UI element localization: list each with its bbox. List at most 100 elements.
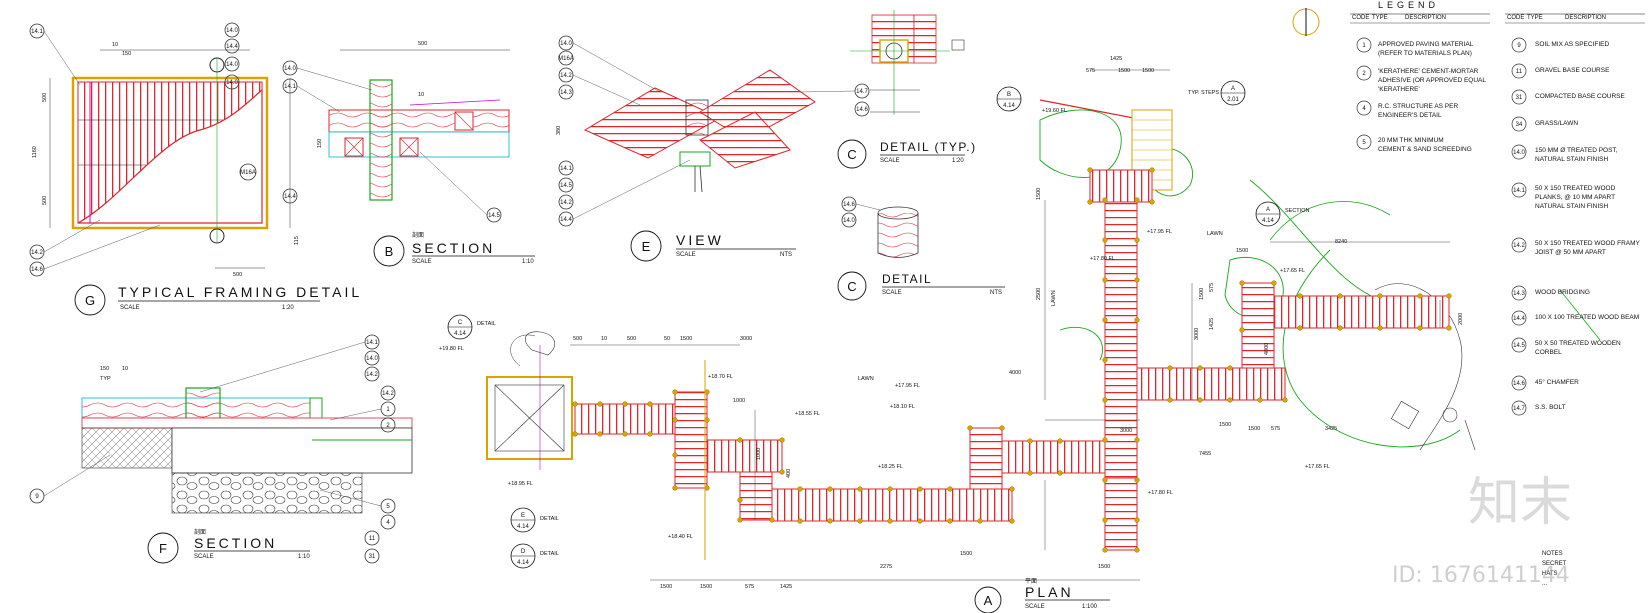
svg-text:1425: 1425 bbox=[1110, 56, 1122, 62]
svg-text:1500: 1500 bbox=[1248, 426, 1260, 432]
svg-text:500: 500 bbox=[627, 336, 636, 342]
svg-text:500: 500 bbox=[42, 196, 48, 205]
svg-text:4.14: 4.14 bbox=[517, 560, 529, 566]
svg-text:14.0: 14.0 bbox=[843, 218, 855, 224]
svg-text:500: 500 bbox=[42, 93, 48, 102]
svg-text:1160: 1160 bbox=[32, 146, 38, 158]
svg-text:14.6: 14.6 bbox=[843, 202, 855, 208]
svg-text:4.14: 4.14 bbox=[1262, 218, 1274, 224]
svg-text:(REFER TO MATERIALS PLAN): (REFER TO MATERIALS PLAN) bbox=[1378, 50, 1472, 57]
svg-text:TYP. STEPS DETAIL: TYP. STEPS DETAIL bbox=[1188, 90, 1239, 96]
drawing-tag: G bbox=[85, 293, 95, 308]
svg-text:+17.65 FL: +17.65 FL bbox=[1305, 464, 1330, 470]
drawing-g-framing-detail: 14.0 14.1 14.4 14.0 14.0 14.2 14.6 M16A … bbox=[29, 22, 362, 316]
svg-text:4.14: 4.14 bbox=[454, 331, 466, 337]
svg-text:3425: 3425 bbox=[1325, 426, 1337, 432]
svg-text:SCALE: SCALE bbox=[1025, 604, 1045, 610]
svg-text:7455: 7455 bbox=[1199, 451, 1211, 457]
drawing-title: SECTION bbox=[194, 535, 277, 551]
svg-text:DETAIL: DETAIL bbox=[540, 516, 559, 522]
svg-text:500: 500 bbox=[418, 41, 427, 47]
svg-text:14.6: 14.6 bbox=[1513, 381, 1525, 387]
svg-text:1:10: 1:10 bbox=[298, 554, 310, 560]
svg-text:+18.95 FL: +18.95 FL bbox=[508, 481, 533, 487]
svg-text:14.1: 14.1 bbox=[284, 84, 296, 90]
svg-text:NATURAL STAIN FINISH: NATURAL STAIN FINISH bbox=[1535, 156, 1608, 163]
svg-text:14.3: 14.3 bbox=[1513, 291, 1525, 297]
plan-labels: DETAIL TYP. STEPS DETAIL LAWN LAWN LAWN … bbox=[477, 90, 1309, 557]
svg-text:1500: 1500 bbox=[700, 584, 712, 590]
svg-text:3000: 3000 bbox=[740, 336, 752, 342]
drawing-tag: F bbox=[159, 541, 167, 556]
svg-text:4: 4 bbox=[1362, 106, 1366, 112]
callout: 14.6 bbox=[31, 267, 43, 273]
svg-text:115: 115 bbox=[294, 236, 300, 245]
svg-text:45° CHAMFER: 45° CHAMFER bbox=[1535, 378, 1579, 386]
svg-text:NTS: NTS bbox=[990, 290, 1002, 296]
svg-text:DESCRIPTION: DESCRIPTION bbox=[1565, 15, 1606, 21]
svg-text:150: 150 bbox=[122, 51, 131, 57]
svg-text:剖面: 剖面 bbox=[412, 231, 424, 239]
svg-text:JOIST @ 50 MM APART: JOIST @ 50 MM APART bbox=[1535, 249, 1606, 256]
svg-text:C: C bbox=[458, 320, 463, 326]
svg-text:+18.70 FL: +18.70 FL bbox=[708, 374, 733, 380]
svg-text:1:20: 1:20 bbox=[282, 305, 294, 311]
svg-text:50: 50 bbox=[664, 336, 670, 342]
svg-text:50 X 50 TREATED WOODEN: 50 X 50 TREATED WOODEN bbox=[1535, 340, 1621, 347]
svg-text:14.7: 14.7 bbox=[1513, 406, 1525, 412]
plan-dimensions: 500 10 500 50 1500 3000 575 1425 1500 15… bbox=[573, 56, 1464, 590]
svg-text:2275: 2275 bbox=[880, 564, 892, 570]
svg-text:1000: 1000 bbox=[756, 448, 762, 460]
svg-text:+17.95 FL: +17.95 FL bbox=[895, 383, 920, 389]
svg-text:DETAIL: DETAIL bbox=[477, 321, 496, 327]
svg-text:SCALE: SCALE bbox=[676, 252, 696, 258]
svg-text:TYPE: TYPE bbox=[1527, 15, 1543, 21]
svg-text:14.5: 14.5 bbox=[1513, 343, 1525, 349]
watermark: 知末 ID: 1676141144 bbox=[1392, 473, 1572, 588]
svg-text:'KERATHERE': 'KERATHERE' bbox=[1378, 86, 1420, 93]
svg-text:LAWN: LAWN bbox=[1207, 231, 1223, 237]
svg-text:14.2: 14.2 bbox=[560, 200, 572, 206]
svg-text:10: 10 bbox=[418, 92, 424, 98]
callout: 14.0 bbox=[226, 62, 238, 68]
svg-text:DETAIL: DETAIL bbox=[540, 551, 559, 557]
svg-text:20 MM THK MINIMUM: 20 MM THK MINIMUM bbox=[1378, 137, 1444, 144]
svg-text:14.0: 14.0 bbox=[560, 41, 572, 47]
svg-text:31: 31 bbox=[1516, 95, 1523, 101]
svg-text:SCALE: SCALE bbox=[412, 259, 432, 265]
svg-text:10: 10 bbox=[122, 366, 128, 372]
callout: 14.0 bbox=[226, 80, 238, 86]
drawing-title: DETAIL (TYP.) bbox=[880, 140, 977, 154]
svg-text:9: 9 bbox=[35, 494, 39, 500]
svg-text:14.2: 14.2 bbox=[382, 391, 394, 397]
svg-text:1500: 1500 bbox=[1098, 564, 1110, 570]
svg-text:ADHESIVE (OR APPROVED EQUAL: ADHESIVE (OR APPROVED EQUAL bbox=[1378, 77, 1486, 84]
svg-text:+17.65 FL: +17.65 FL bbox=[1280, 268, 1305, 274]
svg-text:+18.40 FL: +18.40 FL bbox=[668, 534, 693, 540]
drawing-tag: E bbox=[642, 239, 651, 254]
g-dims: 10 150 500 1160 500 500 115 bbox=[32, 42, 300, 278]
svg-text:1500: 1500 bbox=[1142, 68, 1154, 74]
drawing-title: DETAIL bbox=[882, 272, 932, 286]
drawing-title: TYPICAL FRAMING DETAIL bbox=[118, 284, 362, 300]
north-arrow-icon bbox=[1292, 8, 1320, 36]
svg-text:CEMENT & SAND SCREEDING: CEMENT & SAND SCREEDING bbox=[1378, 146, 1472, 153]
svg-text:剖面: 剖面 bbox=[194, 528, 206, 536]
drawing-tag: A bbox=[984, 593, 993, 608]
svg-text:+19.60 FL: +19.60 FL bbox=[1042, 108, 1067, 114]
callout: 14.0 bbox=[226, 28, 238, 34]
svg-text:GRAVEL BASE COURSE: GRAVEL BASE COURSE bbox=[1535, 67, 1610, 74]
svg-text:2: 2 bbox=[386, 423, 390, 429]
svg-text:575: 575 bbox=[1271, 426, 1280, 432]
svg-text:ENGINEER'S DETAIL: ENGINEER'S DETAIL bbox=[1378, 112, 1442, 119]
svg-text:14.0: 14.0 bbox=[1513, 150, 1525, 156]
svg-text:1500: 1500 bbox=[1036, 188, 1042, 200]
svg-text:LAWN: LAWN bbox=[858, 376, 874, 382]
callout: 14.4 bbox=[226, 44, 238, 50]
svg-text:14.4: 14.4 bbox=[1513, 316, 1525, 322]
svg-text:CODE: CODE bbox=[1507, 15, 1524, 21]
svg-text:1000: 1000 bbox=[733, 398, 745, 404]
svg-text:HATS: HATS bbox=[1542, 571, 1558, 577]
svg-text:2.01: 2.01 bbox=[1227, 97, 1239, 103]
